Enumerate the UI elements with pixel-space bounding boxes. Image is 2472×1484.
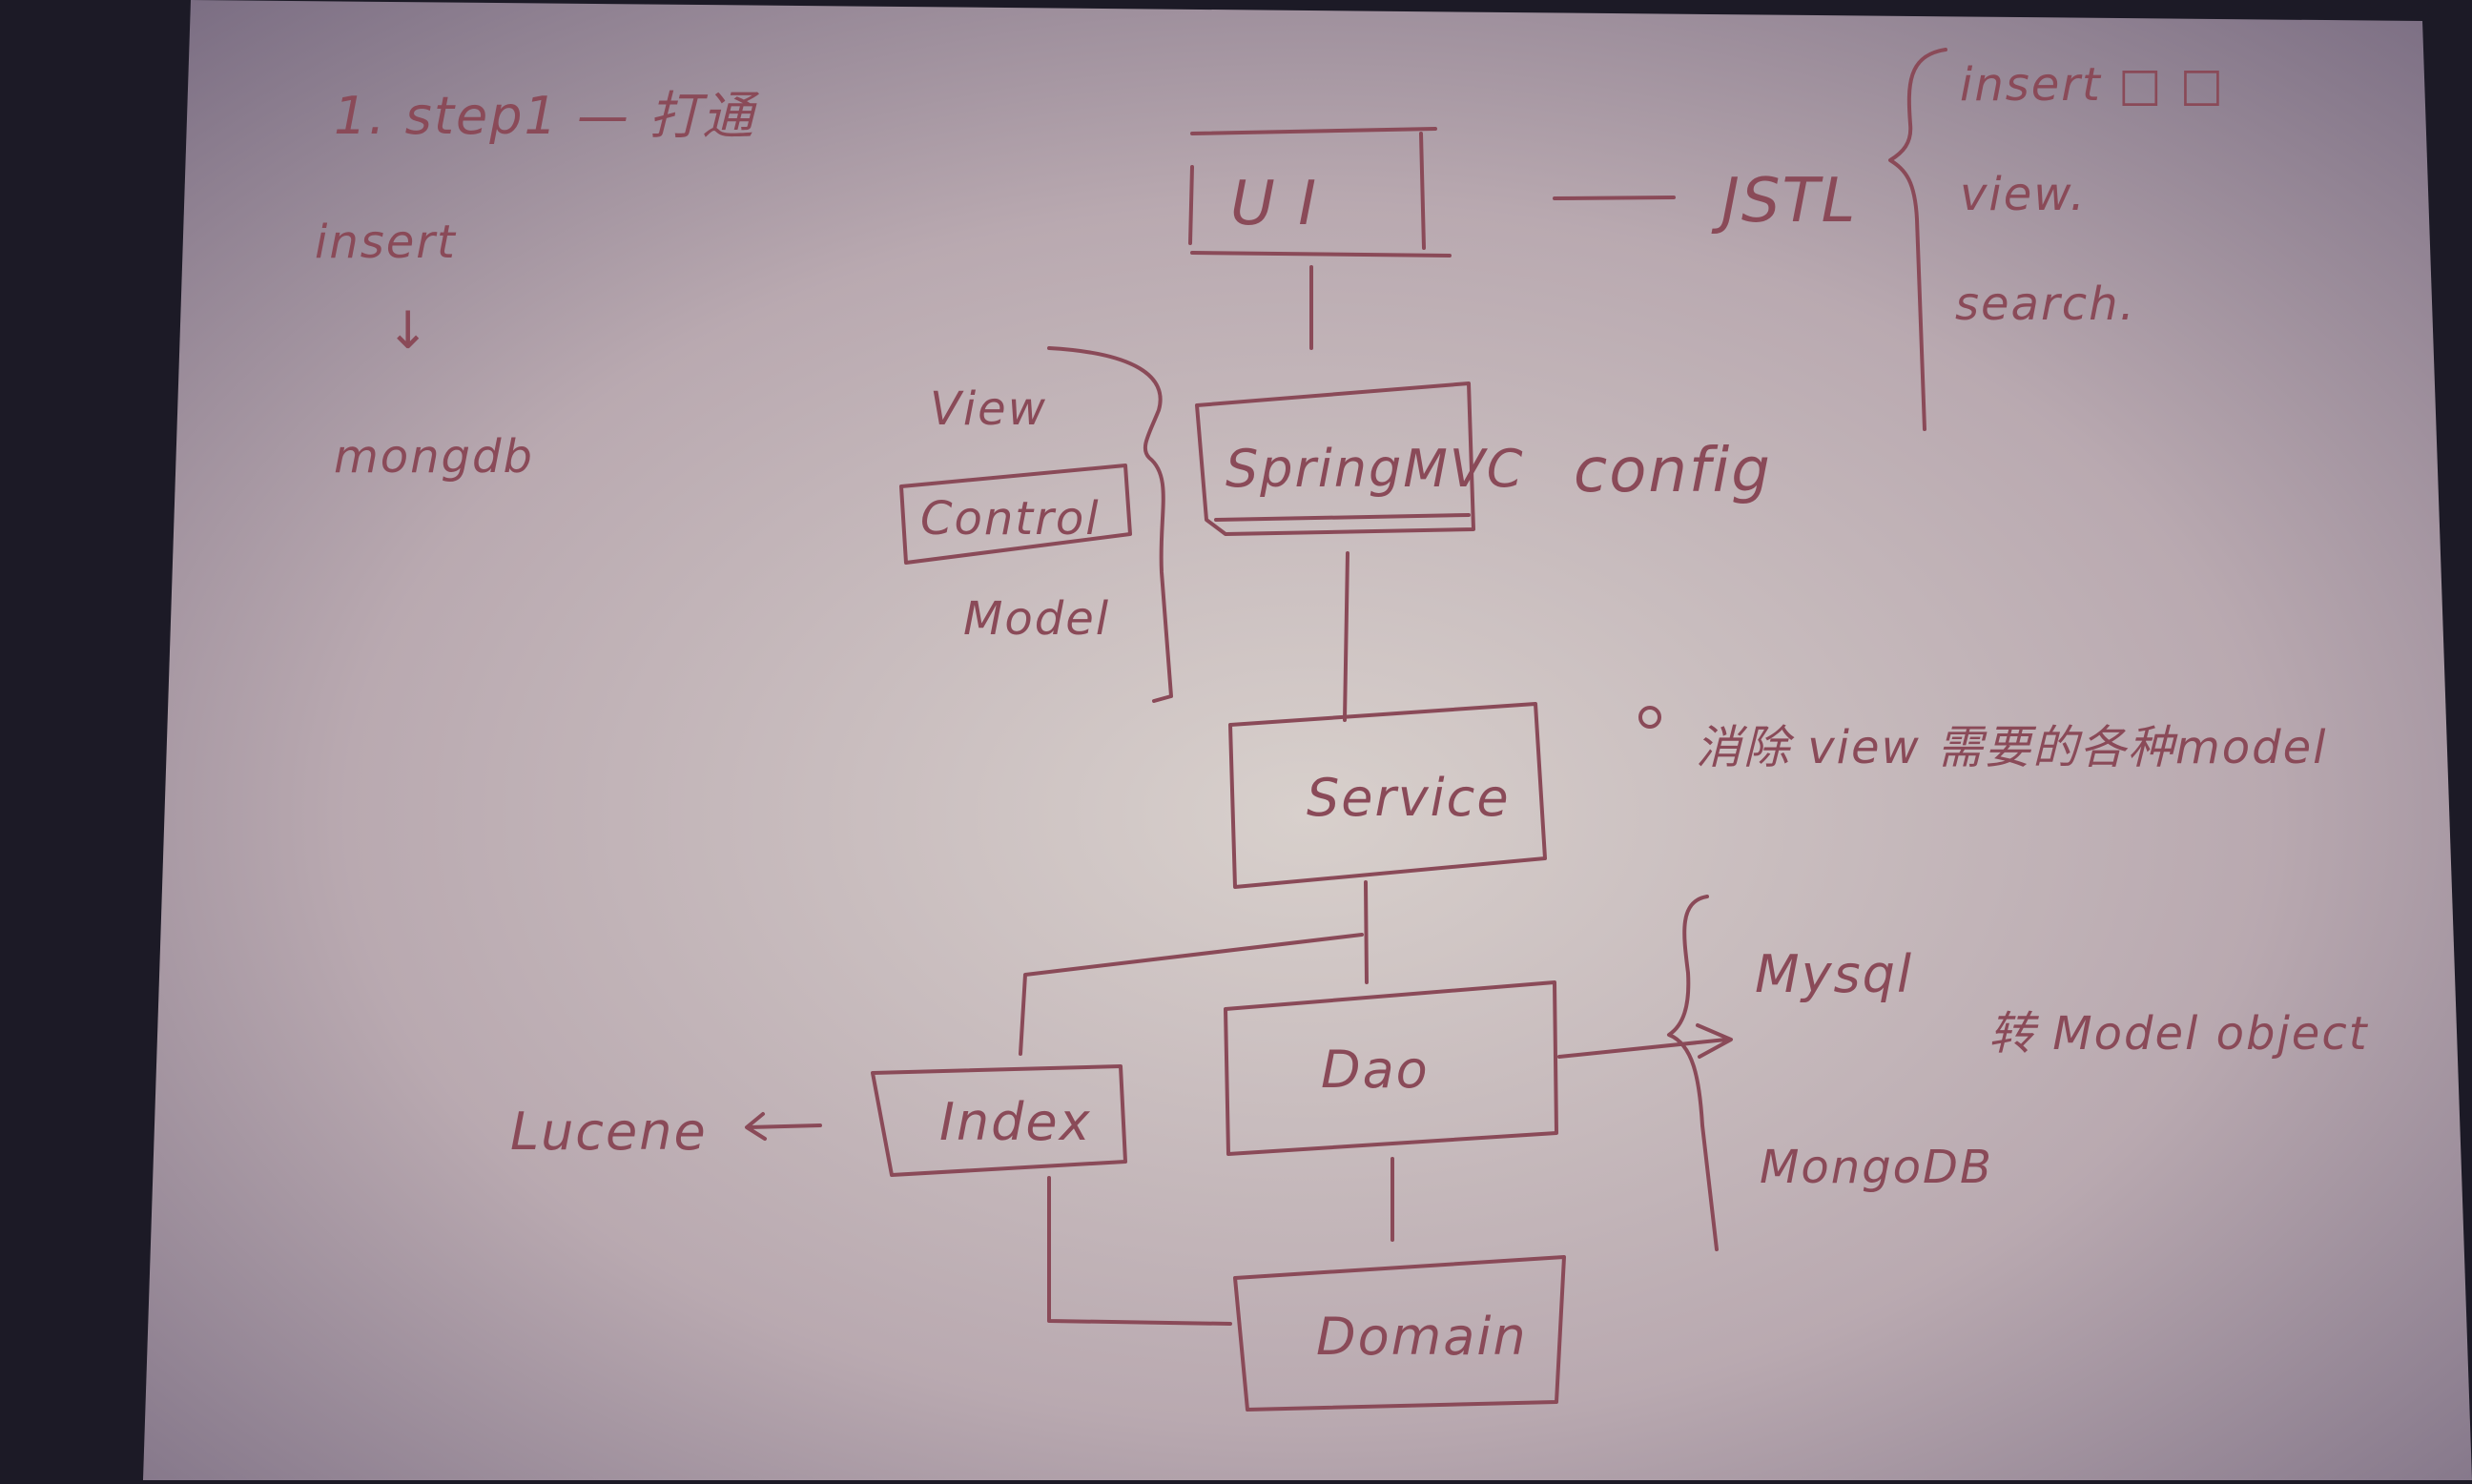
ui-item-view: view. — [1960, 168, 2087, 221]
index-box: Index — [871, 1064, 1127, 1177]
db-brace — [1667, 895, 1719, 1251]
domain-box-label: Domain — [1316, 1307, 1528, 1367]
springmvc-box: SpringMVC — [1195, 381, 1525, 536]
index-box-label: Index — [939, 1092, 1092, 1152]
mvc-brace — [1047, 346, 1173, 703]
dao-box-label: Dao — [1321, 1040, 1430, 1100]
ui-item-search: search. — [1955, 278, 2136, 331]
step-title: 1. step1 — 打通 — [334, 86, 759, 146]
mysql-label: Mysql — [1755, 944, 1913, 1004]
insert-note: insert — [315, 216, 457, 269]
service-note: 消除 view 需要的各种model — [1696, 721, 2328, 774]
mvc-control-label: Control — [920, 492, 1101, 546]
ui-box-label: U I — [1230, 169, 1318, 239]
mvc-view-label: View — [930, 382, 1047, 436]
dao-db-arrow — [1557, 1023, 1733, 1059]
paper-sheet — [143, 0, 2472, 1480]
jstl-label: JSTL — [1711, 166, 1857, 237]
domain-box: Domain — [1233, 1255, 1566, 1412]
mvc-model-label: Model — [963, 592, 1110, 646]
springmvc-box-label: SpringMVC — [1226, 439, 1525, 499]
ui-item-insert: insert □ □ — [1960, 58, 2225, 112]
dao-box: Dao — [1224, 980, 1558, 1156]
ui-jstl-connector — [1553, 196, 1676, 200]
service-box-label: Service — [1307, 768, 1511, 828]
service-box: Service — [1228, 702, 1547, 889]
ui-items-brace — [1888, 48, 1947, 431]
index-domain-connector — [1047, 1176, 1232, 1326]
index-lucene-arrow — [745, 1112, 822, 1141]
down-arrow-glyph: ↓ — [386, 300, 431, 361]
bullet-icon — [1638, 706, 1661, 729]
db-note: 转 Model object — [1988, 1007, 2369, 1061]
mongodb-label: MongoDB — [1760, 1141, 1993, 1194]
config-label: config — [1574, 436, 1772, 506]
springmvc-service-connector — [1343, 551, 1349, 722]
control-highlight-box — [899, 464, 1132, 565]
service-branch-connector — [1019, 880, 1369, 1056]
mongodb-note: mongdb — [334, 430, 534, 484]
ui-box: U I — [1188, 127, 1452, 258]
lucene-label: Lucene — [510, 1102, 708, 1162]
